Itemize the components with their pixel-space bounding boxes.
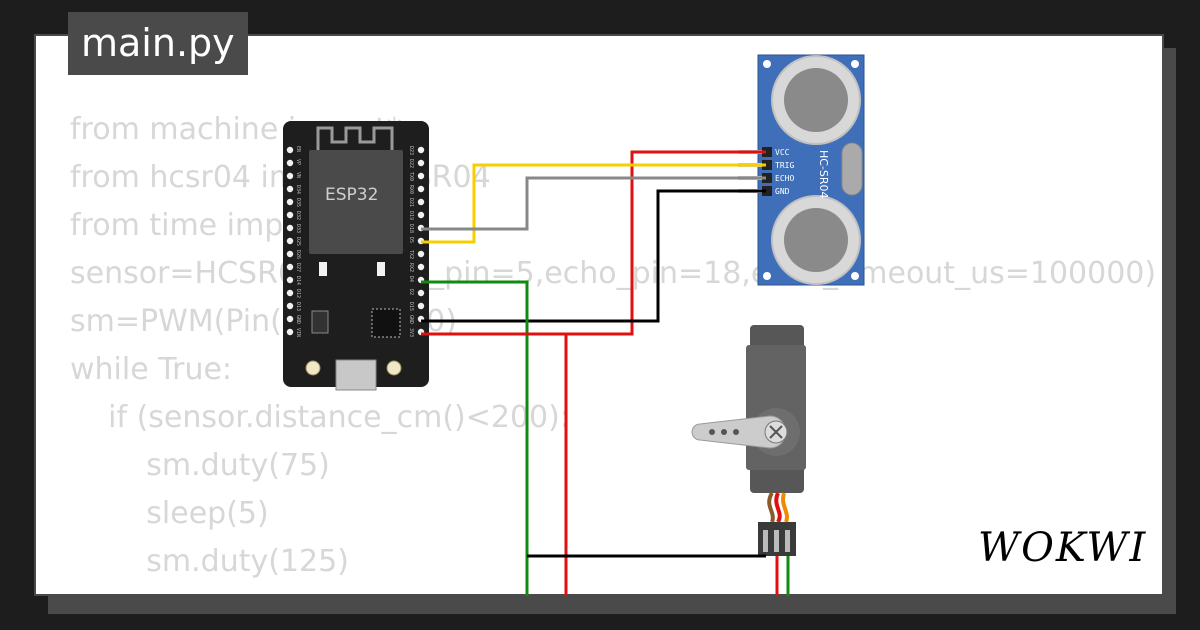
file-title: main.py	[68, 12, 248, 75]
sensor-pin-header	[762, 147, 772, 157]
esp32-pin-label: D23	[408, 146, 414, 155]
wire-trig	[421, 163, 766, 244]
esp32-pin-right	[417, 289, 425, 297]
esp32-pin-label: D25	[295, 237, 301, 246]
esp32-pin-left	[286, 198, 294, 206]
esp32-label: ESP32	[325, 185, 378, 205]
esp32-pin-label: D14	[295, 276, 301, 285]
sensor-pin-label: GND	[775, 187, 790, 196]
esp32-pin-right	[417, 263, 425, 271]
esp32-pin-label: GND	[408, 315, 414, 324]
sensor-pin-label: TRIG	[775, 161, 794, 170]
esp32-pin-right	[417, 185, 425, 193]
esp32-board: ESP32 ENVPVND34D35D32D33D25D26D27D14D12D…	[283, 121, 429, 391]
esp32-pin-label: D21	[408, 198, 414, 207]
esp32-pin-label: D27	[295, 263, 301, 272]
esp32-pin-label: TX0	[408, 172, 414, 181]
wire-servo-signal	[421, 280, 529, 596]
sensor-pin-label: ECHO	[775, 174, 794, 183]
esp32-pin-left	[286, 250, 294, 258]
wire-echo	[421, 176, 766, 231]
sensor-pin-label: VCC	[775, 148, 790, 157]
esp32-pin-label: VIN	[295, 328, 301, 337]
esp32-pin-right	[417, 172, 425, 180]
esp32-pin-left	[286, 224, 294, 232]
esp32-pin-label: D12	[295, 289, 301, 298]
wire-servo-power	[421, 332, 568, 596]
esp32-pin-label: D4	[408, 276, 414, 282]
code-line: sm.duty(75)	[70, 448, 330, 483]
code-line: sm.duty(125)	[70, 544, 349, 579]
esp32-pin-label: VP	[295, 159, 301, 165]
esp32-pin-left	[286, 159, 294, 167]
esp32-pin-left	[286, 328, 294, 336]
hcsr04-sensor: HC-SR04 VCC TRIG ECHO GND	[738, 54, 865, 286]
code-line: sleep(5)	[70, 586, 1156, 594]
esp32-shield	[309, 150, 403, 254]
esp32-pin-label: D18	[408, 224, 414, 233]
esp32-pin-label: D5	[408, 237, 414, 243]
esp32-pin-right	[417, 198, 425, 206]
esp32-pin-left	[286, 276, 294, 284]
esp32-pin-left	[286, 302, 294, 310]
esp32-pin-label: EN	[295, 146, 301, 152]
esp32-pin-right	[417, 146, 425, 154]
esp32-pin-label: VN	[295, 172, 301, 178]
usb-port	[335, 359, 377, 391]
sensor-pin-header	[762, 186, 772, 196]
boot-button	[386, 360, 402, 376]
esp32-pin-left	[286, 211, 294, 219]
esp32-pin-label: RX0	[408, 185, 414, 194]
preview-card: from machine import*from hcsr04 import H…	[34, 34, 1164, 596]
code-line: sleep(5)	[70, 496, 269, 531]
esp32-pin-right	[417, 302, 425, 310]
antenna-trace	[316, 126, 394, 150]
code-line: if (sensor.distance_cm()<200):	[70, 400, 570, 435]
sensor-pin-header	[762, 160, 772, 170]
crystal	[841, 142, 863, 196]
servo-horn	[691, 415, 787, 449]
esp32-pin-left	[286, 315, 294, 323]
reset-button	[305, 360, 321, 376]
sensor-label: HC-SR04	[817, 150, 830, 199]
esp32-pin-label: D13	[295, 302, 301, 311]
esp32-pin-label: D35	[295, 198, 301, 207]
sensor-pin-header	[762, 173, 772, 183]
esp32-pin-left	[286, 237, 294, 245]
esp32-pin-label: D19	[408, 211, 414, 220]
esp32-pin-label: GND	[295, 315, 301, 324]
esp32-pin-label: D15	[408, 302, 414, 311]
esp32-pin-label: D2	[408, 289, 414, 295]
code-line: while True:	[70, 352, 233, 387]
esp32-pin-right	[417, 250, 425, 258]
esp32-pin-right	[417, 159, 425, 167]
esp32-pin-left	[286, 146, 294, 154]
wires	[421, 150, 790, 596]
esp32-pin-right	[417, 211, 425, 219]
esp32-pin-label: D26	[295, 250, 301, 259]
esp32-pin-label: D22	[408, 159, 414, 168]
servo-motor	[691, 325, 806, 556]
code-line: sensor=HCSR04(trigger_pin=5,echo_pin=18,…	[70, 256, 1157, 291]
esp32-pin-left	[286, 263, 294, 271]
esp32-pin-left	[286, 185, 294, 193]
esp32-pin-label: D33	[295, 224, 301, 233]
esp32-pin-label: TX2	[408, 250, 414, 259]
esp32-pin-left	[286, 289, 294, 297]
wire-gnd	[421, 189, 766, 323]
esp32-pin-label: RX2	[408, 263, 414, 272]
esp32-pin-left	[286, 172, 294, 180]
esp32-pin-label: D32	[295, 211, 301, 220]
wokwi-logo: WOKWI	[978, 525, 1148, 571]
esp32-pin-label: D34	[295, 185, 301, 194]
esp32-pin-label: 3V3	[408, 328, 414, 337]
